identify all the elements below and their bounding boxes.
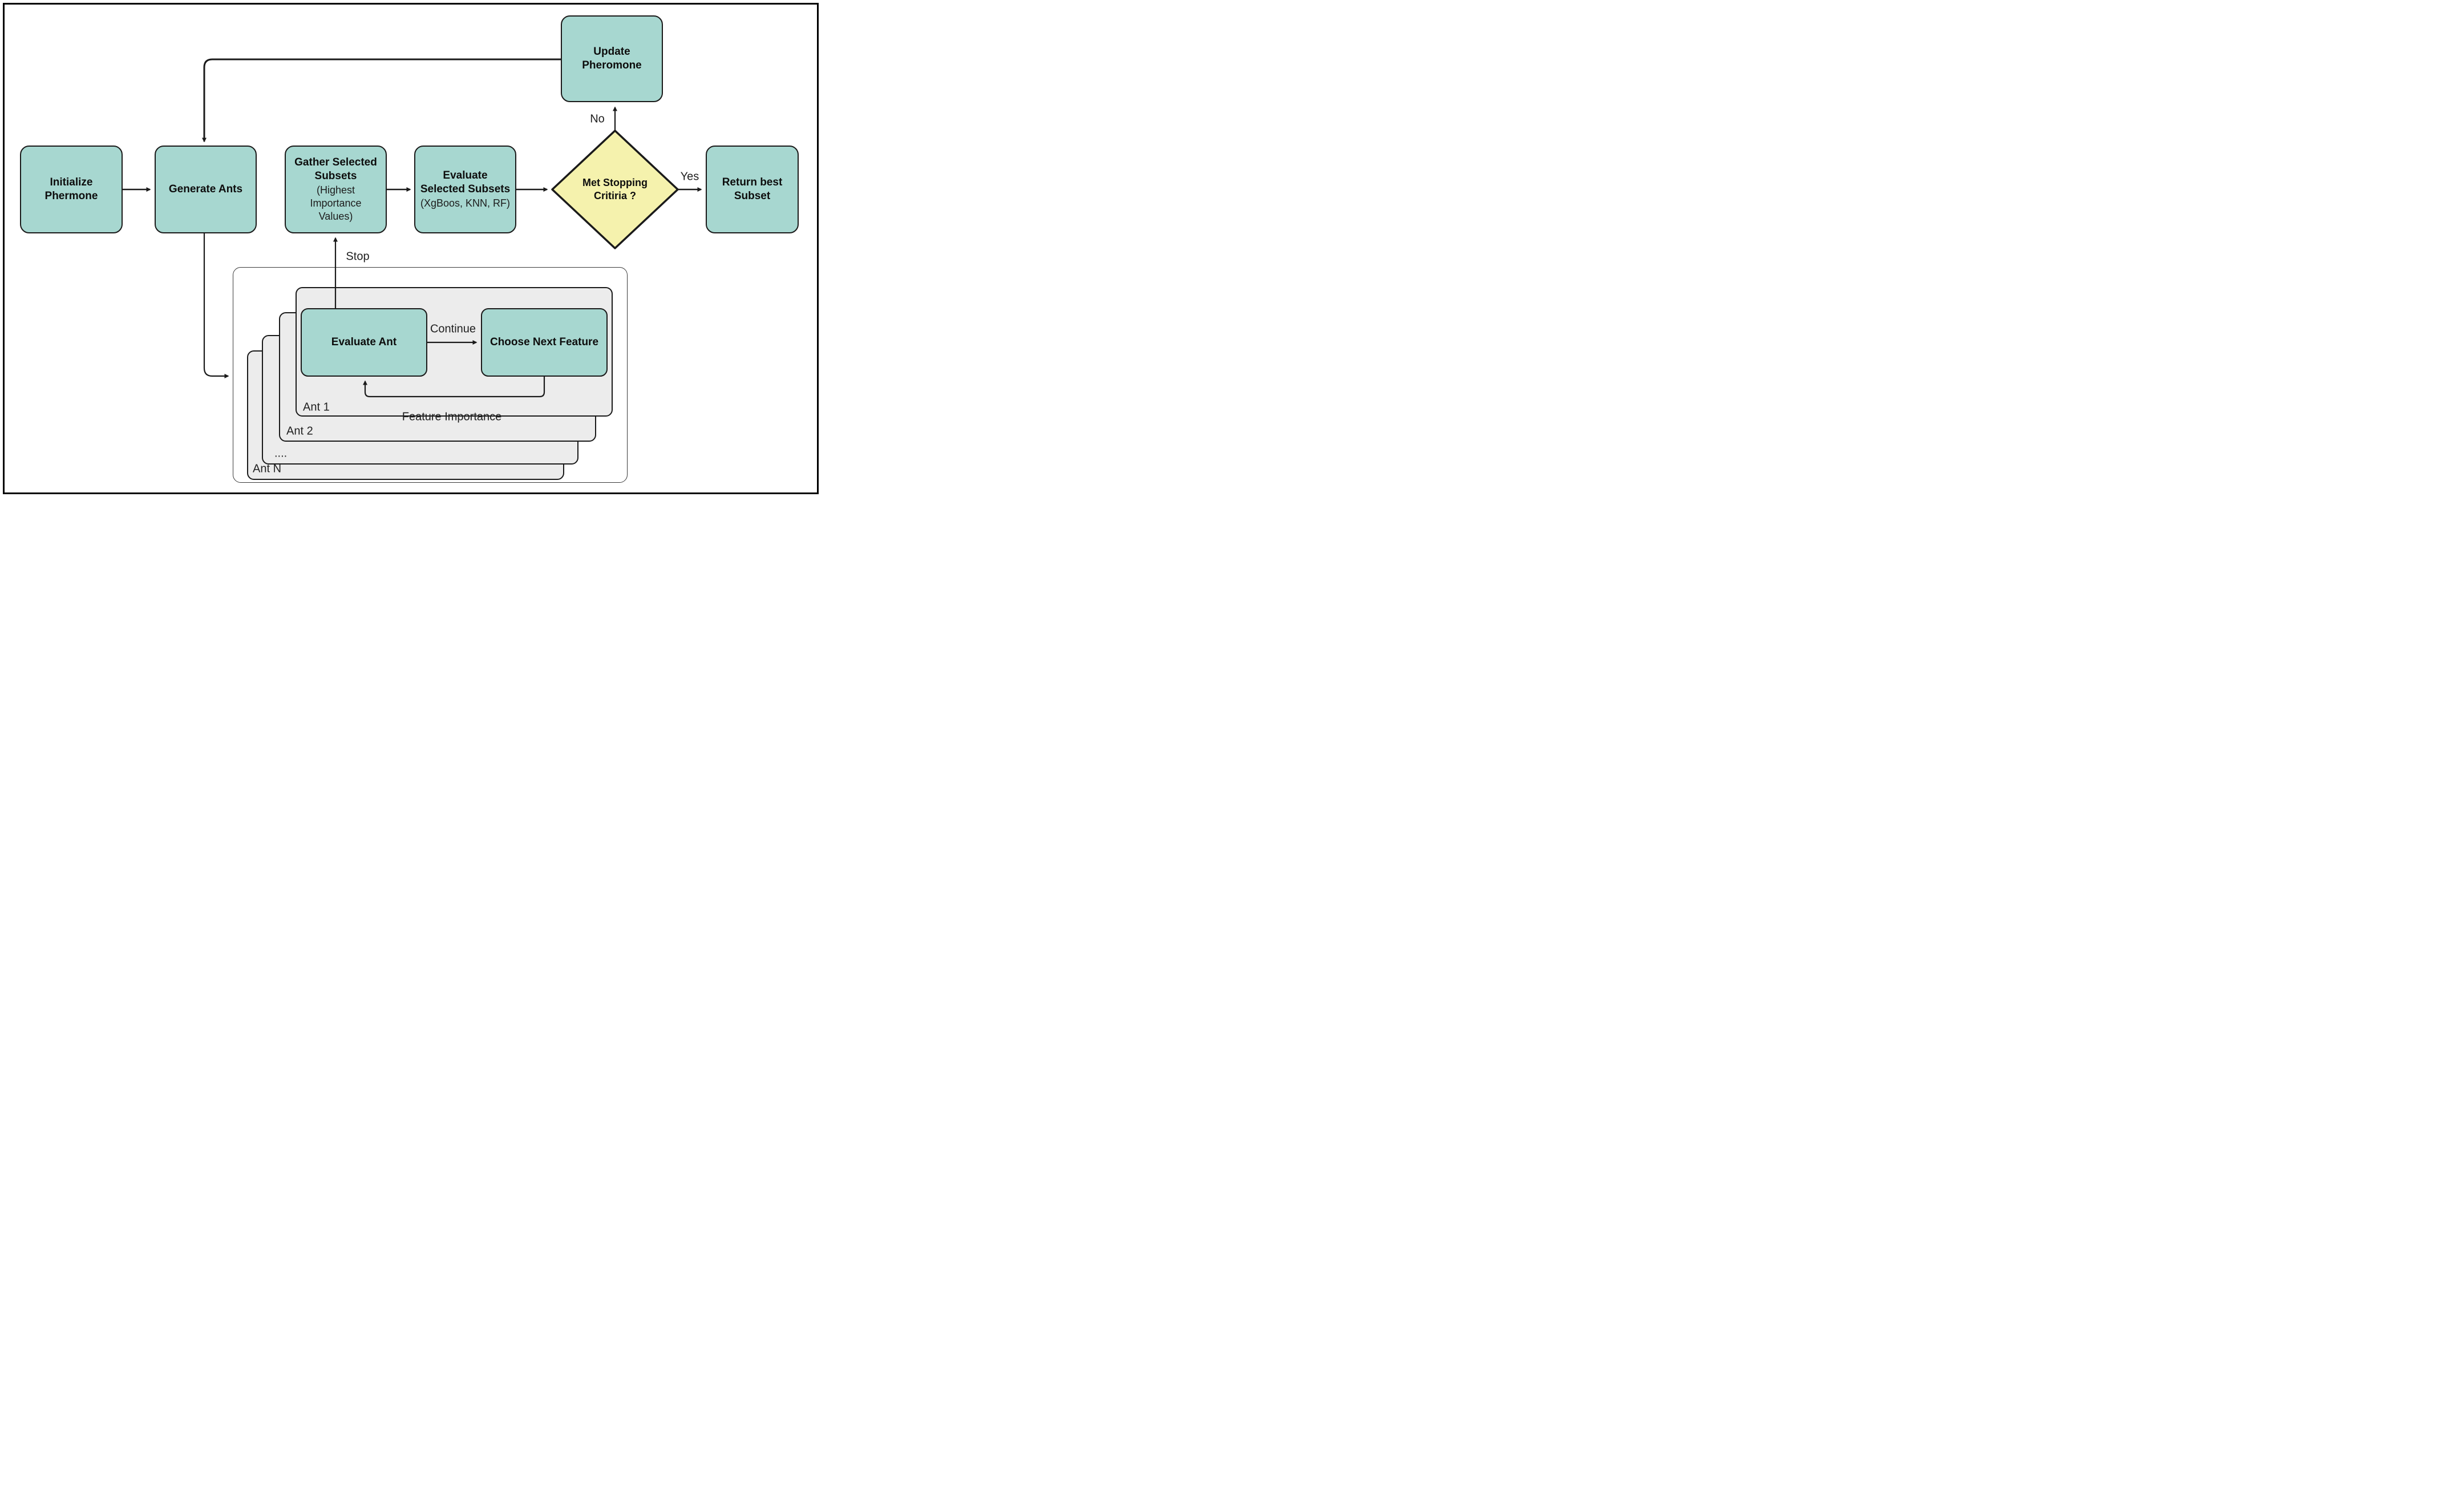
node-evaluate-ant: Evaluate Ant	[301, 308, 427, 377]
node-gather-selected-subsets-title: Gather Selected Subsets	[294, 156, 377, 182]
ant-layer-dots-label: ....	[274, 447, 288, 460]
node-evaluate-selected-subsets-subtitle: (XgBoos, KNN, RF)	[420, 197, 511, 209]
node-return-best-subset-title: Return best Subset	[722, 176, 783, 202]
ant-layer-2-label: Ant 2	[286, 425, 313, 438]
edge-label-yes: Yes	[680, 170, 699, 183]
node-evaluate-selected-subsets-title: Evaluate Selected Subsets	[420, 169, 511, 195]
node-initialize-pheromone-title: Initialize Phermone	[44, 176, 98, 202]
node-gather-selected-subsets: Gather Selected Subsets (Highest Importa…	[285, 146, 387, 233]
node-choose-next-feature: Choose Next Feature	[481, 308, 608, 377]
node-decision-title: Met Stopping Critiria ?	[582, 176, 648, 201]
flowchart-canvas: Ant 1 Ant 2 .... Ant N Evaluate Ant Choo…	[0, 0, 822, 497]
node-gather-selected-subsets-subtitle: (Highest Importance Values)	[310, 184, 362, 223]
node-evaluate-selected-subsets: Evaluate Selected Subsets (XgBoos, KNN, …	[414, 146, 516, 233]
edge-label-feature-importance: Feature Importance	[402, 410, 502, 423]
node-evaluate-ant-title: Evaluate Ant	[331, 336, 397, 348]
node-generate-ants: Generate Ants	[155, 146, 257, 233]
node-choose-next-feature-title: Choose Next Feature	[489, 336, 599, 348]
node-decision: Met Stopping Critiria ?	[558, 172, 672, 207]
node-update-pheromone: Update Pheromone	[561, 15, 663, 102]
edge-label-stop: Stop	[346, 250, 370, 263]
node-generate-ants-title: Generate Ants	[168, 183, 243, 195]
ant-layer-1-label: Ant 1	[303, 401, 330, 414]
edge-label-no: No	[590, 112, 605, 126]
node-return-best-subset: Return best Subset	[706, 146, 799, 233]
node-initialize-pheromone: Initialize Phermone	[20, 146, 123, 233]
ant-layer-n-label: Ant N	[253, 462, 282, 475]
edge-label-continue: Continue	[430, 322, 476, 336]
node-update-pheromone-title: Update Pheromone	[582, 45, 642, 71]
